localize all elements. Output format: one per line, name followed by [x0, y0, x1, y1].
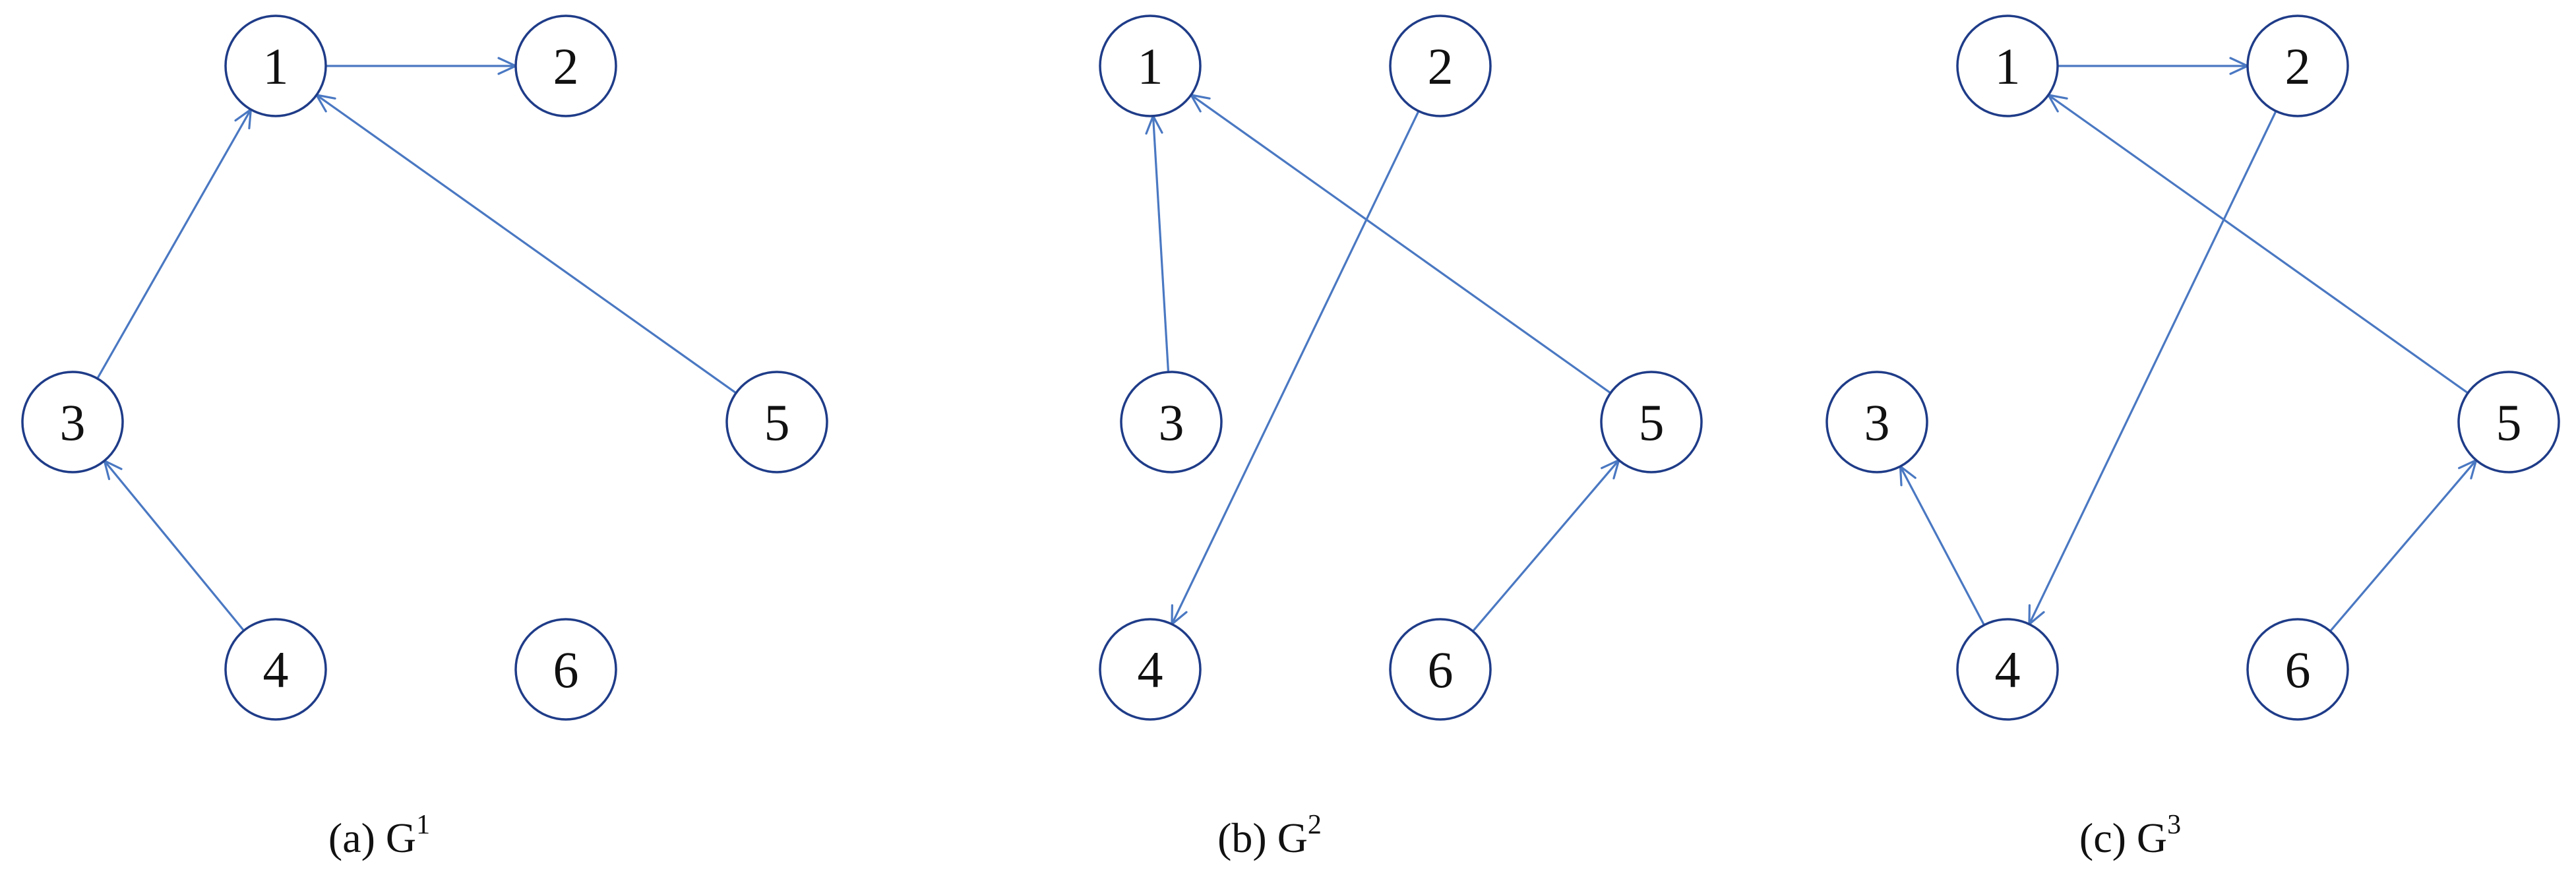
node-circle — [1825, 371, 1928, 473]
panel-caption: (c) G3 — [2079, 810, 2181, 861]
node-5: 5 — [725, 371, 828, 473]
edge-line — [1151, 115, 1170, 373]
edge-line — [96, 109, 252, 379]
node-1: 1 — [1956, 15, 2059, 117]
node-circle — [1389, 15, 1492, 117]
node-label: 3 — [60, 394, 86, 451]
node-1: 1 — [1099, 15, 1202, 117]
node-6: 6 — [2246, 618, 2349, 721]
node-label: 5 — [2496, 394, 2522, 451]
node-label: 3 — [1159, 394, 1184, 451]
edge-line — [104, 460, 245, 632]
node-4: 4 — [224, 618, 327, 721]
node-label: 2 — [1428, 38, 1454, 95]
node-circle — [725, 371, 828, 473]
node-label: 1 — [263, 38, 289, 95]
node-6: 6 — [514, 618, 617, 721]
node-label: 5 — [764, 394, 790, 451]
node-circle — [1389, 618, 1492, 721]
node-circle — [514, 15, 617, 117]
edge-line — [2028, 110, 2277, 625]
edge-4-to-3 — [1899, 464, 1985, 626]
node-circle — [1099, 15, 1202, 117]
edge-1-to-2 — [326, 57, 518, 75]
edge-6-to-5 — [1472, 458, 1621, 632]
caption-text: (b) G — [1217, 814, 1308, 861]
node-3: 3 — [1120, 371, 1223, 473]
panel-caption: (a) G1 — [328, 810, 430, 861]
node-label: 2 — [553, 38, 579, 95]
node-circle — [224, 618, 327, 721]
node-label: 4 — [1995, 641, 2021, 698]
node-5: 5 — [1600, 371, 1703, 473]
edge-line — [1190, 94, 1611, 394]
edge-3-to-1 — [96, 107, 253, 379]
node-circle — [514, 618, 617, 721]
node-4: 4 — [1956, 618, 2059, 721]
caption-text: (a) G — [328, 814, 416, 861]
node-3: 3 — [21, 371, 124, 473]
node-circle — [21, 371, 124, 473]
edge-5-to-1 — [2046, 93, 2469, 394]
node-label: 4 — [1138, 641, 1163, 698]
node-circle — [2246, 618, 2349, 721]
edge-6-to-5 — [2329, 458, 2478, 632]
panel-caption: (b) G2 — [1217, 810, 1322, 861]
node-4: 4 — [1099, 618, 1202, 721]
node-circle — [1099, 618, 1202, 721]
node-label: 6 — [553, 641, 579, 698]
node-3: 3 — [1825, 371, 1928, 473]
node-label: 1 — [1138, 38, 1163, 95]
arrowhead-icon — [234, 107, 253, 130]
edge-line — [2048, 94, 2469, 394]
node-1: 1 — [224, 15, 327, 117]
edge-5-to-1 — [314, 93, 737, 394]
edge-line — [316, 94, 737, 394]
node-label: 1 — [1995, 38, 2021, 95]
node-label: 4 — [263, 641, 289, 698]
node-label: 2 — [2285, 38, 2311, 95]
node-circle — [1600, 371, 1703, 473]
node-circle — [1956, 618, 2059, 721]
node-circle — [1956, 15, 2059, 117]
edge-2-to-4 — [2028, 110, 2277, 626]
edge-1-to-2 — [2058, 57, 2250, 75]
node-5: 5 — [2457, 371, 2560, 473]
node-circle — [2457, 371, 2560, 473]
node-2: 2 — [1389, 15, 1492, 117]
node-2: 2 — [2246, 15, 2349, 117]
caption-superscript: 3 — [2167, 810, 2181, 840]
edge-line — [2329, 459, 2477, 632]
edge-line — [1472, 459, 1620, 632]
node-circle — [224, 15, 327, 117]
edge-line — [1171, 110, 1420, 625]
edge-5-to-1 — [1188, 93, 1611, 394]
edge-2-to-4 — [1171, 110, 1420, 626]
node-label: 6 — [1428, 641, 1454, 698]
caption-superscript: 1 — [416, 810, 430, 840]
node-label: 3 — [1864, 394, 1890, 451]
node-label: 6 — [2285, 641, 2311, 698]
node-circle — [1120, 371, 1223, 473]
edge-line — [1899, 466, 1985, 626]
caption-superscript: 2 — [1308, 810, 1322, 840]
node-6: 6 — [1389, 618, 1492, 721]
caption-text: (c) G — [2079, 814, 2167, 861]
edge-3-to-1 — [1145, 113, 1170, 373]
node-label: 5 — [1639, 394, 1665, 451]
node-circle — [2246, 15, 2349, 117]
node-2: 2 — [514, 15, 617, 117]
edge-4-to-3 — [102, 458, 245, 632]
